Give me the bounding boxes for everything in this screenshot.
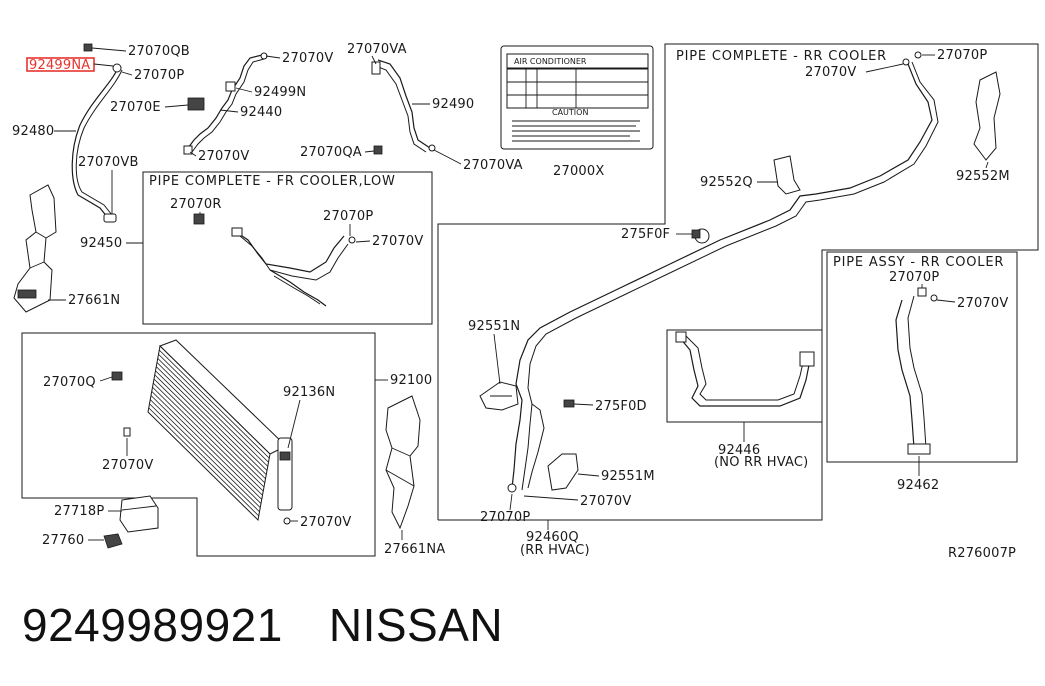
condenser-fin xyxy=(149,399,261,508)
label-92499N: 92499N xyxy=(254,85,306,100)
condenser-fin xyxy=(148,407,260,517)
condenser-fin xyxy=(156,362,268,471)
label-92552M: 92552M xyxy=(956,169,1010,184)
label-27070V-e: 27070V xyxy=(300,515,351,530)
label-rr-hvac: (RR HVAC) xyxy=(520,543,590,558)
bracket-27661NA xyxy=(385,395,421,530)
part-27718P xyxy=(119,495,159,533)
label-27070QB: 27070QB xyxy=(128,44,190,59)
label-27070P-e: 27070P xyxy=(889,270,939,285)
label-27070V-d: 27070V xyxy=(102,458,153,473)
box-title-fr-cooler-low: PIPE COMPLETE - FR COOLER,LOW xyxy=(149,174,396,189)
label-27070V-b: 27070V xyxy=(198,149,249,164)
part-275F0F xyxy=(691,228,710,244)
bracket-27661N xyxy=(13,184,57,313)
label-27070V-a: 27070V xyxy=(282,51,333,66)
bracket-92551M xyxy=(547,453,579,491)
label-27070VA-b: 27070VA xyxy=(463,158,523,173)
label-92460Q: 92460Q xyxy=(526,530,579,545)
condenser-fin xyxy=(154,374,266,484)
box-rr-cooler xyxy=(437,43,1039,521)
box-title-rr-cooler: PIPE COMPLETE - RR COOLER xyxy=(676,49,887,64)
caption-brand: NISSAN xyxy=(328,599,504,651)
label-27070V-c: 27070V xyxy=(372,234,423,249)
pipe-92480 xyxy=(71,43,123,223)
reference-code: R276007P xyxy=(948,546,1016,561)
label-27070VB: 27070VB xyxy=(78,155,139,170)
condenser-fin xyxy=(158,353,269,463)
label-27661N: 27661N xyxy=(68,293,120,308)
condenser-92100 xyxy=(111,339,293,522)
part-caption: 9249989921 NISSAN xyxy=(22,598,503,652)
box-fr-cooler-low xyxy=(142,171,433,325)
label-27718P: 27718P xyxy=(54,504,104,519)
condenser-fin xyxy=(158,349,270,459)
highlight-92499NA xyxy=(26,57,95,72)
label-275F0F: 275F0F xyxy=(621,227,670,242)
label-27070P-c: 27070P xyxy=(937,48,987,63)
label-92462: 92462 xyxy=(897,478,939,493)
box-no-rr-hvac xyxy=(666,329,823,423)
label-27070QA: 27070QA xyxy=(300,145,362,160)
pipe-92490 xyxy=(371,59,436,155)
pipe-fr-cooler-low xyxy=(193,213,356,307)
label-27070E: 27070E xyxy=(110,100,161,115)
box-rr-cooler-assy xyxy=(826,251,1018,463)
label-27760: 27760 xyxy=(42,533,84,548)
label-92551M: 92551M xyxy=(601,469,655,484)
label-no-rr-hvac: (NO RR HVAC) xyxy=(714,455,808,470)
condenser-fin xyxy=(152,382,264,492)
box-title-rr-cooler-assy: PIPE ASSY - RR COOLER xyxy=(833,255,1004,270)
pipe-92440 xyxy=(183,52,268,155)
card-caution: CAUTION xyxy=(552,108,588,117)
box-condenser xyxy=(21,332,376,557)
label-92100: 92100 xyxy=(390,373,432,388)
label-92480: 92480 xyxy=(12,124,54,139)
label-27000X: 27000X xyxy=(553,164,604,179)
label-27661NA: 27661NA xyxy=(384,542,445,557)
label-27070P-d: 27070P xyxy=(480,510,530,525)
label-275F0D: 275F0D xyxy=(595,399,647,414)
ac-label-card: AIR CONDITIONER CAUTION xyxy=(500,45,654,150)
label-92440: 92440 xyxy=(240,105,282,120)
condenser-fin xyxy=(157,358,269,467)
label-27070V-g: 27070V xyxy=(580,494,631,509)
condenser-fin xyxy=(153,378,265,488)
label-27070P-a: 27070P xyxy=(134,68,184,83)
caption-part-number: 9249989921 xyxy=(22,599,283,651)
bolt-275F0D xyxy=(563,399,575,408)
condenser-fin xyxy=(151,391,263,500)
label-27070Q: 27070Q xyxy=(43,375,96,390)
pipe-92462 xyxy=(895,287,938,455)
part-27760 xyxy=(103,533,123,549)
label-27070V-h: 27070V xyxy=(957,296,1008,311)
card-title: AIR CONDITIONER xyxy=(514,57,587,66)
label-27070R: 27070R xyxy=(170,197,222,212)
label-92552Q: 92552Q xyxy=(700,175,753,190)
label-92450: 92450 xyxy=(80,236,122,251)
label-92136N: 92136N xyxy=(283,385,335,400)
cover-92552M xyxy=(973,71,1001,161)
clip-92552Q xyxy=(773,155,801,195)
pipe-92446 xyxy=(675,331,815,407)
condenser-fin xyxy=(155,370,266,480)
label-92499NA: 92499NA xyxy=(29,58,90,73)
pipe-rr-cooler xyxy=(507,51,939,493)
label-27070VA-a: 27070VA xyxy=(347,42,407,57)
label-27070V-f: 27070V xyxy=(805,65,856,80)
label-27070P-b: 27070P xyxy=(323,209,373,224)
condenser-fin xyxy=(150,395,262,504)
condenser-fin xyxy=(149,403,260,513)
label-92551N: 92551N xyxy=(468,319,520,334)
bracket-92551N xyxy=(479,381,519,411)
label-92446: 92446 xyxy=(718,443,760,458)
condenser-fin xyxy=(152,386,263,496)
label-92490: 92490 xyxy=(432,97,474,112)
condenser-fin xyxy=(155,366,267,475)
